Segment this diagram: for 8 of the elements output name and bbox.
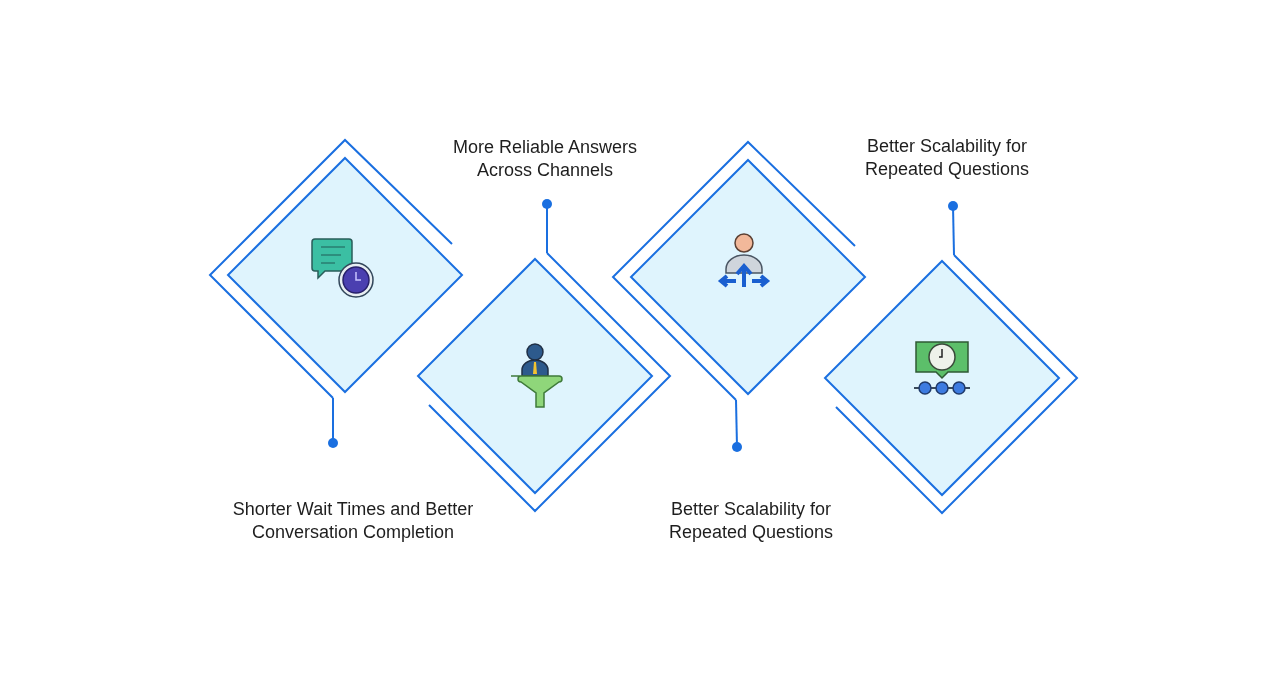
leader-line	[542, 199, 552, 254]
leader-line	[328, 397, 338, 448]
feature-label: Shorter Wait Times and Better Conversation Completion	[231, 498, 475, 544]
feature-label: Better Scalability for Repeated Questions	[667, 498, 835, 544]
leader-line	[948, 201, 958, 256]
leader-line	[732, 399, 742, 452]
feature-label: More Reliable Answers Across Channels	[451, 136, 639, 182]
feature-label: Better Scalability for Repeated Questions	[863, 135, 1031, 181]
